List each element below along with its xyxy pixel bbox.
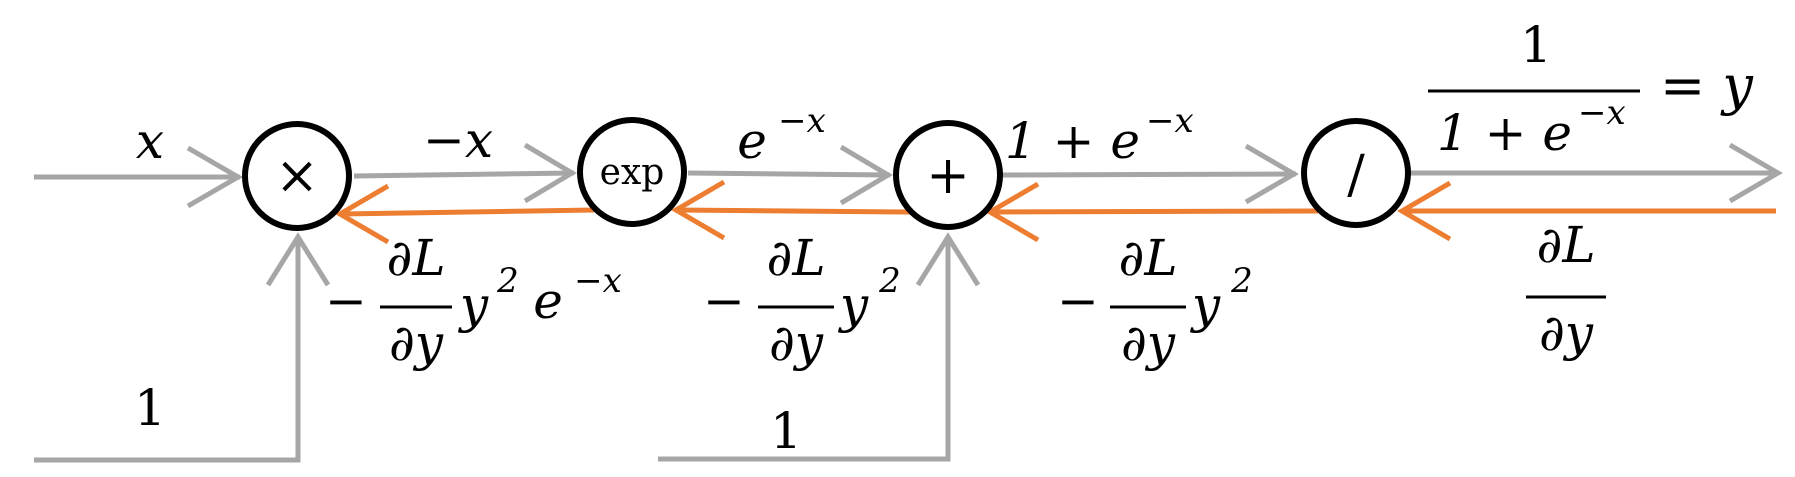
- grad-me-numerator: ∂L: [386, 229, 445, 287]
- node-plus: +: [893, 120, 1003, 230]
- grad-ep-numerator: ∂L: [766, 229, 825, 287]
- input-one-label-a: 1: [134, 379, 166, 437]
- edge-mul-to-exp: [353, 170, 575, 179]
- output-denominator-exponent: −x: [1578, 93, 1626, 133]
- output-equals-y: = y: [1660, 54, 1754, 117]
- output-denominator: 1 + e: [1437, 104, 1572, 162]
- input-one-label-b: 1: [770, 402, 802, 460]
- node-multiply: ×: [242, 121, 352, 231]
- forward-neg-x: −x: [423, 111, 493, 169]
- forward-one-plus-e: 1 + e −x: [1005, 101, 1194, 170]
- grad-mul-exp: − ∂L ∂y y 2 e −x: [325, 229, 622, 372]
- grad-plus-div: − ∂L ∂y y 2: [1057, 229, 1253, 372]
- grad-ep-y: y: [838, 276, 869, 334]
- grad-me-minus: −: [325, 272, 367, 330]
- grad-me-e-exponent: −x: [574, 261, 622, 301]
- grad-exp-plus: − ∂L ∂y y 2: [703, 229, 901, 372]
- forward-e-base: e: [737, 112, 767, 170]
- grad-dL-dy: ∂L ∂y: [1526, 216, 1606, 362]
- exp-label: exp: [600, 152, 665, 193]
- forward-e-neg-x: e −x: [737, 101, 826, 170]
- grad-edge-div-to-plus: [989, 208, 1319, 215]
- grad-me-denominator: ∂y: [389, 314, 444, 372]
- forward-e-exponent: −x: [778, 101, 826, 141]
- edge-exp-to-plus: [687, 170, 891, 178]
- arrowhead-plus-to-div: [1244, 143, 1299, 205]
- grad-pd-square: 2: [1230, 261, 1253, 301]
- grad-arrowhead-div: [1397, 180, 1452, 242]
- grad-arrowhead-mul: [335, 183, 390, 245]
- input-x-label: x: [136, 112, 164, 170]
- grad-ep-minus: −: [703, 272, 745, 330]
- output-numerator: 1: [1520, 16, 1552, 74]
- grad-ep-denominator: ∂y: [769, 314, 824, 372]
- grad-arrowhead-plus: [985, 181, 1040, 243]
- edge-one-to-plus: [658, 237, 951, 462]
- arrowhead-one-to-plus: [915, 232, 981, 287]
- forward-output-fraction: 1 1 + e −x = y: [1428, 16, 1754, 162]
- multiply-symbol: ×: [275, 146, 319, 206]
- grad-me-square: 2: [496, 261, 519, 301]
- divide-symbol: /: [1347, 145, 1365, 205]
- node-exp: exp: [577, 117, 687, 227]
- forward-edges: [34, 142, 1783, 463]
- arrowhead-exp-to-plus: [839, 144, 893, 206]
- grad-arrowhead-exp: [671, 179, 726, 241]
- grad-pd-denominator: ∂y: [1121, 314, 1176, 372]
- grad-ep-square: 2: [878, 261, 901, 301]
- forward-sum-exponent: −x: [1146, 101, 1194, 141]
- grad-pd-numerator: ∂L: [1118, 229, 1177, 287]
- grad-edge-plus-to-exp: [675, 207, 911, 215]
- grad-pd-minus: −: [1057, 272, 1099, 330]
- arrowhead-x-to-mul: [186, 145, 243, 209]
- arrowhead-mul-to-exp: [523, 142, 577, 204]
- backward-edges: [335, 179, 1776, 245]
- arrowhead-div-output: [1728, 142, 1783, 204]
- grad-dL-dy-numerator: ∂L: [1536, 216, 1595, 274]
- edge-one-to-mul: [34, 237, 301, 463]
- edge-plus-to-div: [1001, 171, 1297, 178]
- plus-symbol: +: [926, 146, 970, 206]
- grad-edge-exp-to-mul: [339, 207, 595, 217]
- grad-dL-dy-denominator: ∂y: [1539, 304, 1594, 362]
- arrowhead-one-to-mul: [265, 232, 331, 287]
- grad-me-e-base: e: [533, 272, 563, 330]
- grad-me-y: y: [458, 276, 489, 334]
- node-divide: /: [1301, 118, 1411, 228]
- grad-pd-y: y: [1190, 276, 1221, 334]
- forward-sum-base: 1 + e: [1005, 112, 1140, 170]
